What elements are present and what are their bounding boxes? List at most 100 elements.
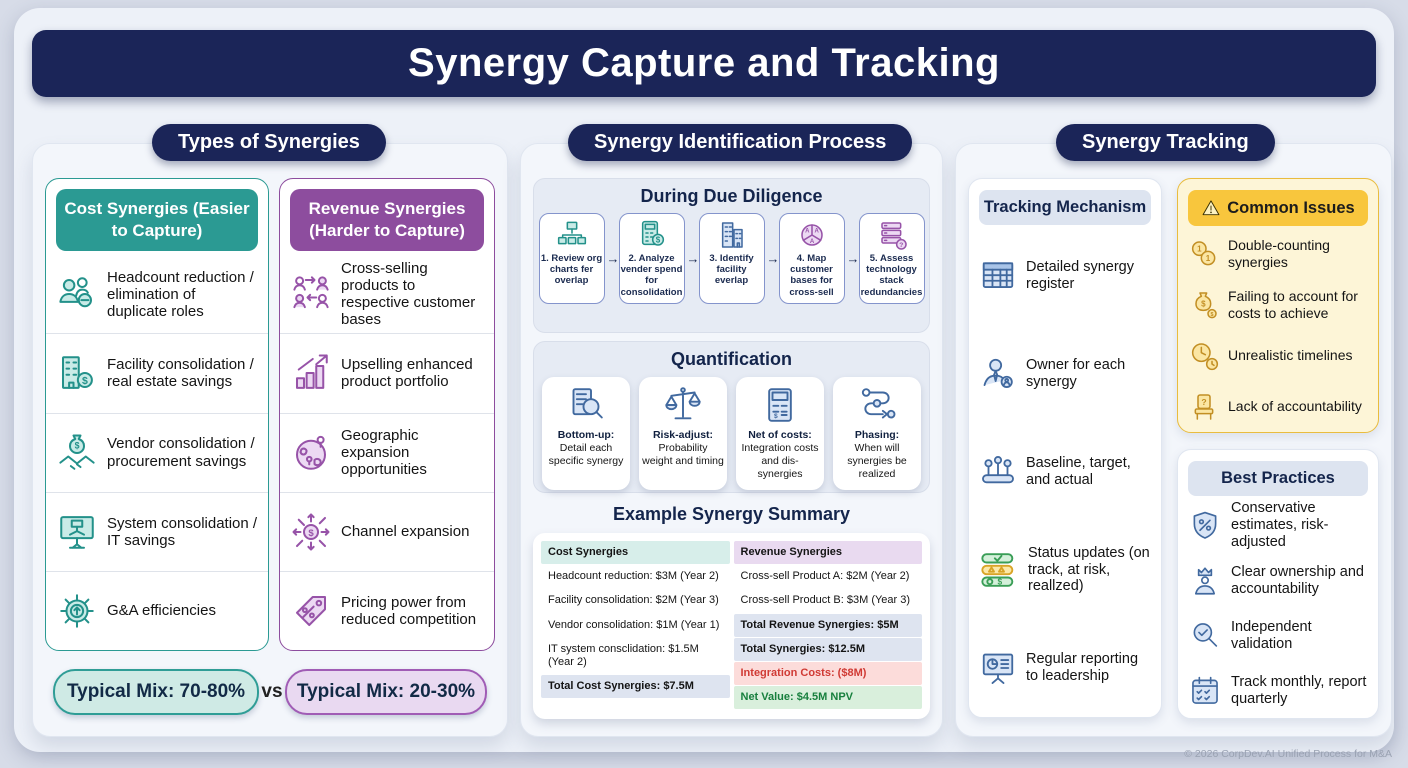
revenue-synergies-header: Revenue Synergies (Harder to Capture) — [290, 189, 484, 252]
list-item: $ Facility consolidation / real estate s… — [46, 334, 268, 414]
upsell-chart-icon — [295, 354, 328, 390]
list-item: Baseline, target, and actual — [969, 423, 1161, 521]
item-label: Double-counting synergies — [1228, 237, 1330, 270]
item-label: Vendor consolidation / procurement savin… — [107, 435, 255, 470]
svg-text:$: $ — [75, 440, 80, 450]
quant-card: Risk-adjust:Probability weight and timin… — [639, 377, 727, 490]
list-item: Geographic expansion opportunities — [280, 414, 494, 493]
process-step: 1. Review org charts fer overlap — [538, 213, 605, 304]
gear-efficiency-icon — [60, 594, 94, 628]
headcount-people-icon — [59, 277, 93, 308]
due-diligence-title: During Due Diligence — [640, 186, 823, 206]
table-row-integration-costs: Integration Costs: ($8M) — [733, 661, 922, 686]
section-pill-synergy-tracking: Synergy Tracking — [1056, 124, 1275, 161]
quant-card: Phasing:When will synergies be realized — [833, 377, 921, 490]
item-label: Track monthly, report quarterly — [1231, 673, 1367, 707]
title-bar: Synergy Capture and Tracking — [32, 30, 1376, 97]
svg-text:$: $ — [308, 528, 314, 539]
process-step: $ 2. Analyze vender spend for consolidat… — [618, 213, 685, 304]
list-item: Conservative estimates, risk-adjusted — [1178, 498, 1378, 553]
copyright-footer: © 2026 CorpDev.AI Unified Process for M&… — [1184, 748, 1392, 760]
item-label: Status updates (on track, at risk, reall… — [1028, 544, 1150, 595]
table-row: Cross-sell Product B: $3M (Year 3) — [733, 589, 922, 613]
channel-expansion-icon: $ — [292, 513, 330, 551]
item-label: Upselling enhanced product portfolio — [341, 356, 473, 391]
table-row-total: Total Cost Synergies: $7.5M — [541, 675, 730, 699]
list-item: ? Lack of accountability — [1178, 381, 1378, 432]
step-label: 2. Analyze vender spend for consolidatio… — [620, 253, 683, 298]
typical-mix-row: Typical Mix: 70-80% vs Typical Mix: 20-3… — [33, 669, 507, 715]
item-label: G&A efficiencies — [107, 602, 216, 620]
building-savings-icon: $ — [61, 356, 93, 390]
step-label: 3. Identify facility everlap — [709, 253, 754, 287]
list-item: Cross-selling products to respective cus… — [280, 255, 494, 335]
item-label: Regular reporting to leadership — [1026, 651, 1139, 684]
best-practices-card: Best Practices Conservative estimates, r… — [1177, 449, 1379, 719]
svg-text:A: A — [814, 228, 819, 234]
list-item: Track monthly, report quarterly — [1178, 663, 1378, 718]
list-item: Headcount reduction / elimination of dup… — [46, 255, 268, 335]
revenue-synergies-table-column: Revenue Synergies Cross-sell Product A: … — [733, 541, 922, 710]
list-item: 1 1 Double-counting synergies — [1178, 228, 1378, 279]
item-label: Pricing power from reduced competition — [341, 593, 477, 628]
common-issues-header: Common Issues — [1188, 190, 1368, 226]
list-item: $ Vendor consolidation / procurement sav… — [46, 414, 268, 493]
list-item: $ $ Failing to account for costs to achi… — [1178, 279, 1378, 330]
warning-icon — [1202, 200, 1220, 216]
identification-process-column: During Due Diligence 1. Review org chart… — [520, 143, 943, 737]
table-row: Facility consolidation: $2M (Year 3) — [541, 589, 730, 613]
quant-card: Bottom-up:Detail each specific synergy — [542, 377, 630, 490]
svg-text:1: 1 — [1197, 244, 1202, 253]
item-label: Clear ownership and accountability — [1231, 563, 1364, 597]
svg-text:?: ? — [899, 242, 903, 249]
table-row-total: Total Synergies: $12.5M — [733, 637, 922, 661]
calendar-track-icon — [1192, 676, 1218, 704]
quantification-title: Quantification — [671, 349, 792, 369]
table-row: Headcount reduction: $3M (Year 2) — [541, 565, 730, 589]
svg-text:$: $ — [655, 236, 660, 245]
list-item: Upselling enhanced product portfolio — [280, 334, 494, 414]
section-pill-types-of-synergies: Types of Synergies — [152, 124, 386, 161]
svg-text:$: $ — [1201, 299, 1206, 308]
shield-percent-icon — [1193, 511, 1217, 539]
arrow-right-icon: → — [846, 250, 860, 266]
item-label: Independent validation — [1231, 618, 1312, 652]
arrow-right-icon: → — [686, 250, 700, 266]
calculator-spend-icon: $ — [641, 220, 664, 246]
cost-mix-badge: Typical Mix: 70-80% — [53, 669, 259, 715]
synergy-tracking-column: Tracking Mechanism Detailed synergy regi… — [955, 143, 1392, 737]
svg-text:A: A — [805, 228, 810, 234]
bottom-up-magnifier-icon — [572, 388, 603, 419]
svg-text:1: 1 — [1206, 254, 1211, 263]
item-label: System consolidation / IT savings — [107, 514, 258, 549]
list-item: G&A efficiencies — [46, 572, 268, 650]
list-item: Regular reporting to leadership — [969, 619, 1161, 717]
baseline-target-actual-icon — [982, 456, 1014, 484]
item-label: Detailed synergy register — [1026, 259, 1134, 292]
table-row-total: Total Revenue Synergies: $5M — [733, 613, 922, 637]
process-step: A A A 4. Map customer bases for cross-se… — [778, 213, 845, 304]
item-label: Cross-selling products to respective cus… — [341, 260, 476, 329]
status-pills-icon: $ — [981, 553, 1014, 587]
summary-title: Example Synergy Summary — [612, 504, 851, 524]
customer-map-pie-icon: A A A — [800, 224, 823, 246]
vs-label: vs — [261, 681, 283, 702]
costs-money-bag-icon: $ $ — [1195, 291, 1217, 318]
vendor-handshake-icon: $ — [59, 434, 95, 470]
item-label: Lack of accountability — [1228, 398, 1362, 415]
item-label: Owner for each synergy — [1026, 357, 1126, 390]
item-label: Unrealistic timelines — [1228, 347, 1353, 364]
tech-stack-icon: ? — [880, 222, 907, 250]
arrow-right-icon: → — [606, 250, 620, 266]
section-pill-label: Synergy Identification Process — [594, 131, 887, 153]
step-label: 5. Assess technology stack redundancies — [860, 253, 923, 298]
item-label: Failing to account for costs to achieve — [1228, 288, 1358, 321]
svg-text:$: $ — [774, 413, 778, 420]
common-issues-card: Common Issues 1 1 Double-counting synerg… — [1177, 178, 1379, 433]
balance-scale-icon — [665, 387, 701, 420]
cost-synergies-card: Cost Synergies (Easier to Capture) Headc… — [45, 178, 269, 651]
svg-text:$: $ — [998, 577, 1003, 587]
tracking-mechanism-card: Tracking Mechanism Detailed synergy regi… — [968, 178, 1162, 718]
table-row-net-value: Net Value: $4.5M NPV — [733, 686, 922, 710]
item-label: Headcount reduction / elimination of dup… — [107, 268, 254, 320]
